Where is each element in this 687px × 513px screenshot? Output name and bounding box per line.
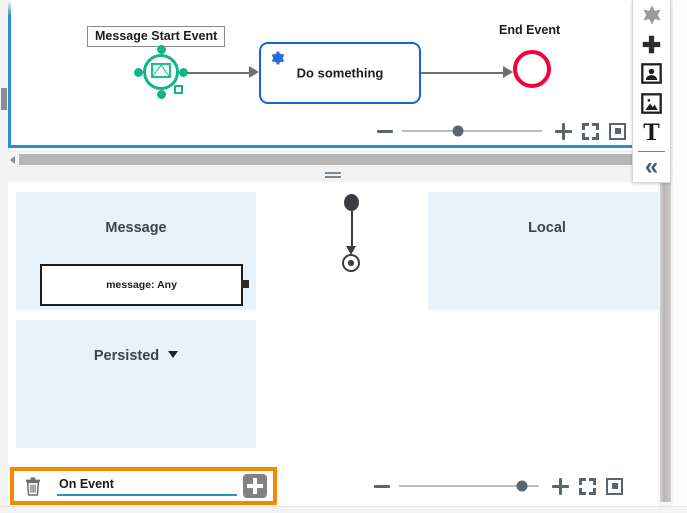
state-zoom-toolbar[interactable]: [374, 475, 634, 497]
region-persisted-label: Persisted: [93, 348, 160, 364]
state-node-message-label: message: Any: [106, 279, 177, 291]
message-start-event[interactable]: [134, 45, 188, 99]
initial-node[interactable]: [344, 194, 359, 211]
trash-icon[interactable]: [25, 476, 41, 496]
service-task-label: Do something: [296, 65, 384, 81]
state-machine-panel[interactable]: Message message: Any Persisted Local: [8, 182, 658, 507]
region-message[interactable]: Message message: Any: [16, 192, 256, 310]
selection-handle-right[interactable]: [179, 67, 188, 77]
actual-size-icon-bottom[interactable]: [606, 477, 623, 495]
person-frame-icon[interactable]: [633, 59, 670, 89]
fit-to-screen-icon[interactable]: [582, 122, 599, 140]
sparkle-icon[interactable]: [633, 0, 670, 30]
zoom-in-button-bottom[interactable]: [552, 477, 569, 495]
fit-to-screen-icon-bottom[interactable]: [579, 477, 596, 495]
text-tool-label: T: [643, 119, 660, 147]
tab-name-input[interactable]: On Event: [57, 477, 237, 496]
service-task-node[interactable]: Do something: [259, 42, 421, 104]
zoom-in-button[interactable]: [555, 122, 572, 140]
selection-handle-left[interactable]: [134, 67, 143, 77]
editor-tab-bar[interactable]: On Event: [8, 465, 658, 507]
plus-cross-icon[interactable]: [633, 30, 670, 60]
region-local[interactable]: Local: [428, 192, 658, 310]
image-frame-icon[interactable]: [633, 89, 670, 119]
chevron-down-icon[interactable]: [168, 351, 179, 358]
zoom-slider-thumb-bottom[interactable]: [516, 480, 528, 492]
zoom-out-button[interactable]: [377, 129, 393, 133]
zoom-slider-track[interactable]: [402, 125, 542, 137]
left-edge-vertical-scrollbar[interactable]: [0, 0, 8, 148]
zoom-out-button-bottom[interactable]: [374, 484, 390, 488]
collapse-palette-button[interactable]: «: [633, 152, 670, 182]
envelope-icon: [151, 63, 171, 78]
region-persisted-title[interactable]: Persisted: [16, 348, 256, 364]
text-tool-icon[interactable]: T: [633, 118, 670, 148]
sequence-flow-2-arrowhead: [503, 66, 513, 78]
actual-size-icon[interactable]: [609, 122, 626, 140]
palette-separator: [638, 150, 665, 152]
splitter-grip-icon[interactable]: [325, 172, 341, 178]
end-event-node[interactable]: [513, 50, 551, 88]
top-panel-horizontal-scrollbar[interactable]: [8, 151, 658, 167]
tab-on-event[interactable]: On Event: [10, 467, 277, 505]
sequence-flow-1[interactable]: [187, 72, 249, 74]
add-tab-button[interactable]: [243, 474, 267, 498]
selection-handle-bottom[interactable]: [156, 90, 166, 99]
bpmn-diagram-panel[interactable]: Message Start Event: [8, 0, 658, 148]
region-message-title: Message: [105, 220, 167, 236]
bottom-panel-vertical-scrollbar[interactable]: [658, 168, 673, 507]
resize-handle-square[interactable]: [174, 85, 183, 94]
state-node-message[interactable]: message: Any: [40, 264, 249, 306]
transition-line[interactable]: [351, 211, 353, 249]
bpmn-canvas[interactable]: Message Start Event: [11, 0, 655, 145]
message-start-event-label: Message Start Event: [87, 26, 226, 47]
final-node[interactable]: [342, 254, 360, 272]
bottom-vscroll-thumb[interactable]: [660, 180, 671, 502]
gear-icon: [268, 49, 286, 67]
diagram-tool-palette[interactable]: T «: [632, 0, 671, 183]
double-chevron-left-icon: «: [644, 153, 659, 181]
diagram-zoom-toolbar[interactable]: [377, 120, 637, 142]
sequence-flow-2[interactable]: [421, 72, 503, 74]
region-persisted[interactable]: Persisted: [16, 320, 256, 448]
left-scrollbar-thumb[interactable]: [1, 88, 7, 110]
zoom-slider-thumb[interactable]: [452, 125, 464, 137]
window-bottom-rail: [0, 506, 687, 513]
hscroll-thumb[interactable]: [19, 154, 647, 165]
end-event-label: End Event: [499, 23, 561, 37]
state-node-resize-handle[interactable]: [241, 280, 249, 288]
selection-handle-top[interactable]: [156, 45, 166, 54]
hscroll-left-arrow[interactable]: [10, 156, 15, 164]
zoom-slider-track-bottom[interactable]: [399, 480, 539, 492]
sequence-flow-1-arrowhead: [249, 66, 259, 78]
region-local-title: Local: [528, 220, 566, 236]
transition-arrowhead: [346, 246, 356, 255]
